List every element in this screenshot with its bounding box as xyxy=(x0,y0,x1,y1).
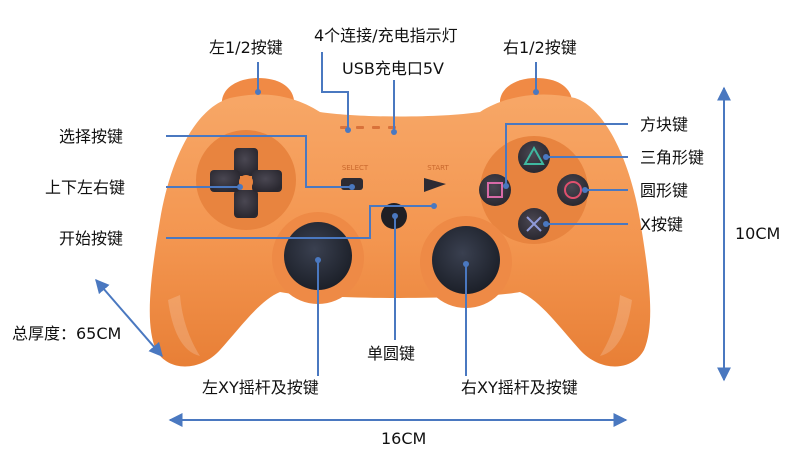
leader-lines xyxy=(166,52,628,376)
label-cross: X按键 xyxy=(640,215,683,234)
label-triangle: 三角形键 xyxy=(640,148,705,167)
label-select: 选择按键 xyxy=(59,127,124,146)
label-thickness: 总厚度：65CM xyxy=(12,324,122,343)
label-single: 单圆键 xyxy=(367,344,416,363)
thickness-dimension-arrow xyxy=(95,278,163,358)
label-l12: 左1/2按键 xyxy=(209,38,283,57)
label-height: 10CM xyxy=(735,224,781,243)
select-print: SELECT xyxy=(342,164,369,172)
label-square: 方块键 xyxy=(640,115,689,134)
start-button xyxy=(424,178,446,192)
left-grip-shade xyxy=(168,295,200,356)
label-width: 16CM xyxy=(381,429,427,448)
cross-button xyxy=(518,208,550,240)
label-usb: USB充电口5V xyxy=(342,59,444,78)
right-grip-shade xyxy=(600,295,632,356)
label-circle: 圆形键 xyxy=(640,181,689,200)
right-stick xyxy=(432,226,500,294)
leader-dots xyxy=(237,89,588,267)
label-rstick: 右XY摇杆及按键 xyxy=(461,378,578,397)
label-leds: 4个连接/充电指示灯 xyxy=(314,26,458,45)
label-start: 开始按键 xyxy=(59,229,124,248)
circle-button xyxy=(557,174,589,206)
triangle-button xyxy=(518,141,550,173)
start-print: START xyxy=(427,164,449,172)
square-button xyxy=(479,174,511,206)
label-r12: 右1/2按键 xyxy=(503,38,577,57)
label-lstick: 左XY摇杆及按键 xyxy=(202,378,319,397)
label-dpad: 上下左右键 xyxy=(45,178,126,197)
